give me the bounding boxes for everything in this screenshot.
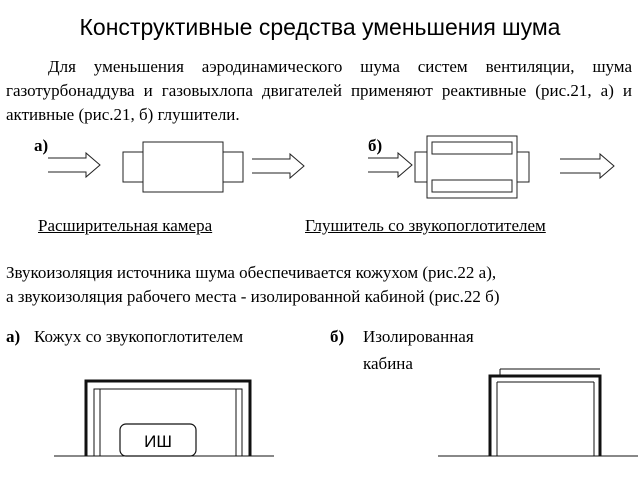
page-title: Конструктивные средства уменьшения шума [79,14,561,40]
inlet-pipe [122,151,144,183]
isolation-line-2: а звукоизоляция рабочего места - изолиро… [6,287,500,306]
fig21-caption-b: Глушитель со звукопоглотителем [305,216,546,235]
inlet-arrow-icon [48,151,101,179]
noise-source-box [119,423,197,457]
fig21-label-b: б) [368,136,383,155]
inlet-arrow-icon [368,151,413,179]
intro-paragraph: Для уменьшения аэродинамического шума си… [6,57,632,124]
silencer-body [426,135,518,199]
outlet-arrow-icon [252,152,305,180]
expansion-chamber-diagram [48,141,305,193]
fig21-caption-a: Расширительная камера [38,216,213,235]
fig22-caption-b-line2: кабина [363,354,413,373]
fig22-label-b: б) [330,327,345,346]
absorptive-silencer-diagram [368,135,615,199]
absorber-top [431,141,513,155]
enclosure-diagram [54,379,274,457]
fig22-label-a: а) [6,327,21,346]
chamber-body [142,141,224,193]
isolation-paragraph: Звукоизоляция источника шума обеспечивае… [6,261,636,309]
outlet-pipe [222,151,244,183]
cabin-diagram [438,368,638,457]
noise-source-label: ИШ [144,432,172,451]
fig22-caption-b-line1: Изолированная [363,327,474,346]
absorber-bottom [431,179,513,193]
fig21-label-a: а) [34,136,49,155]
outlet-arrow-icon [560,152,615,180]
fig22-caption-a: Кожух со звукопоглотителем [34,327,244,346]
isolation-line-1: Звукоизоляция источника шума обеспечивае… [6,263,497,282]
